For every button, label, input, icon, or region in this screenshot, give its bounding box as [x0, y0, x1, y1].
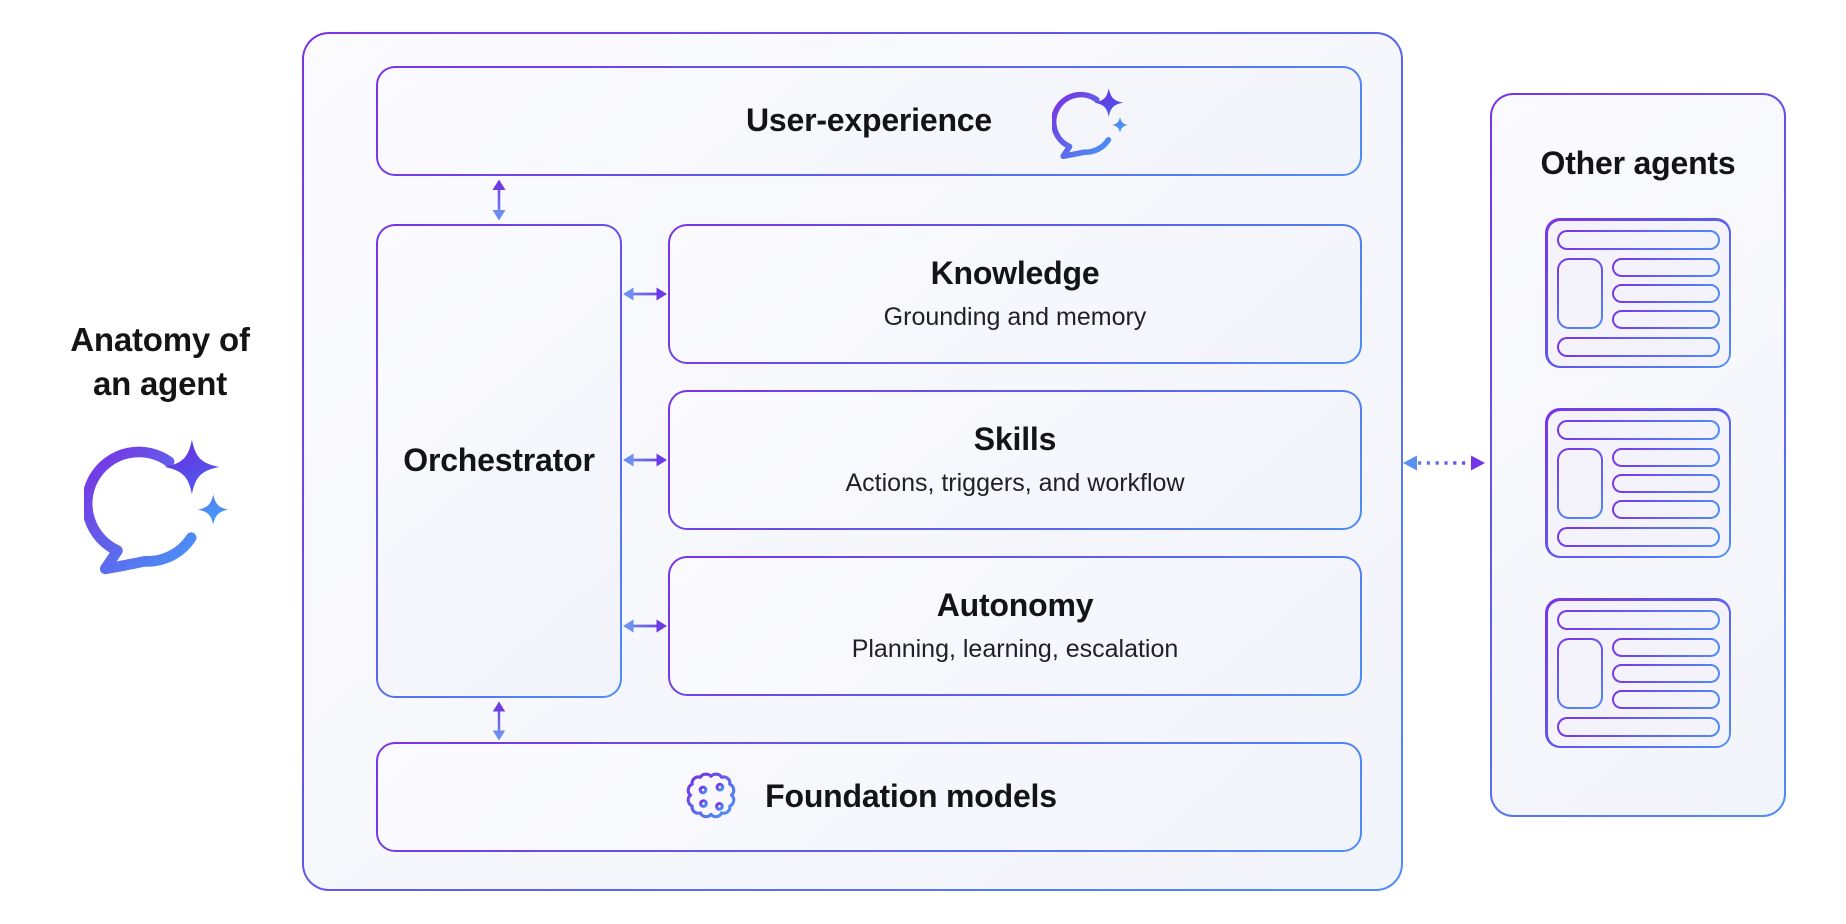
card-row-pill — [1611, 283, 1720, 303]
card-row-pill — [1611, 689, 1720, 709]
card-side-block — [1556, 447, 1603, 519]
orchestrator-knowledge-double-arrow — [623, 287, 667, 301]
card-header-pill — [1556, 229, 1720, 250]
other-agents-panel: Other agents — [1490, 93, 1786, 817]
orchestrator-autonomy-double-arrow — [623, 619, 667, 633]
agent-body-container: User-experience Orchestrator Knowledge G… — [302, 32, 1403, 891]
orchestrator-box: Orchestrator — [376, 224, 622, 698]
user-experience-box: User-experience — [376, 66, 1362, 176]
orchestrator-foundation-double-arrow — [492, 701, 506, 741]
card-header-pill — [1556, 419, 1720, 440]
card-footer-pill — [1556, 526, 1720, 547]
card-row-pill — [1611, 473, 1720, 493]
diagram-caption: Anatomy of an agent — [38, 318, 282, 406]
card-row-pill — [1611, 257, 1720, 277]
card-side-block — [1556, 637, 1603, 709]
card-footer-pill — [1556, 716, 1720, 737]
agent-card-wireframe-icon — [1545, 598, 1731, 748]
other-agents-card-list — [1545, 218, 1731, 748]
other-agents-title: Other agents — [1540, 145, 1736, 181]
agent-card-wireframe-icon — [1545, 218, 1731, 368]
card-row-pill — [1611, 663, 1720, 683]
foundation-models-box: Foundation models — [376, 742, 1362, 852]
skills-title: Skills — [973, 421, 1057, 458]
card-footer-pill — [1556, 336, 1720, 357]
agent-other-agents-dotted-double-arrow — [1403, 455, 1485, 471]
card-row-pill — [1611, 309, 1720, 329]
autonomy-subtitle: Planning, learning, escalation — [851, 635, 1179, 664]
orchestrator-title: Orchestrator — [403, 442, 595, 479]
orchestrator-skills-double-arrow — [623, 453, 667, 467]
caption-line-2: an agent — [92, 365, 228, 403]
card-row-pill — [1611, 447, 1720, 467]
card-row-pill — [1611, 499, 1720, 519]
foundation-models-title: Foundation models — [765, 778, 1057, 815]
card-side-block — [1556, 257, 1603, 329]
skills-box: Skills Actions, triggers, and workflow — [668, 390, 1362, 530]
ux-orchestrator-double-arrow — [492, 179, 506, 221]
knowledge-title: Knowledge — [930, 255, 1100, 292]
skills-subtitle: Actions, triggers, and workflow — [845, 469, 1185, 498]
knowledge-subtitle: Grounding and memory — [883, 303, 1147, 332]
autonomy-title: Autonomy — [936, 587, 1094, 624]
card-row-pill — [1611, 637, 1720, 657]
brain-circuit-icon — [681, 767, 741, 827]
agent-card-wireframe-icon — [1545, 408, 1731, 558]
autonomy-box: Autonomy Planning, learning, escalation — [668, 556, 1362, 696]
caption-line-1: Anatomy of — [70, 321, 250, 358]
knowledge-box: Knowledge Grounding and memory — [668, 224, 1362, 364]
copilot-chat-sparkle-icon — [84, 426, 236, 578]
copilot-chat-sparkle-icon — [1052, 81, 1132, 161]
user-experience-title: User-experience — [745, 102, 993, 139]
card-header-pill — [1556, 609, 1720, 630]
